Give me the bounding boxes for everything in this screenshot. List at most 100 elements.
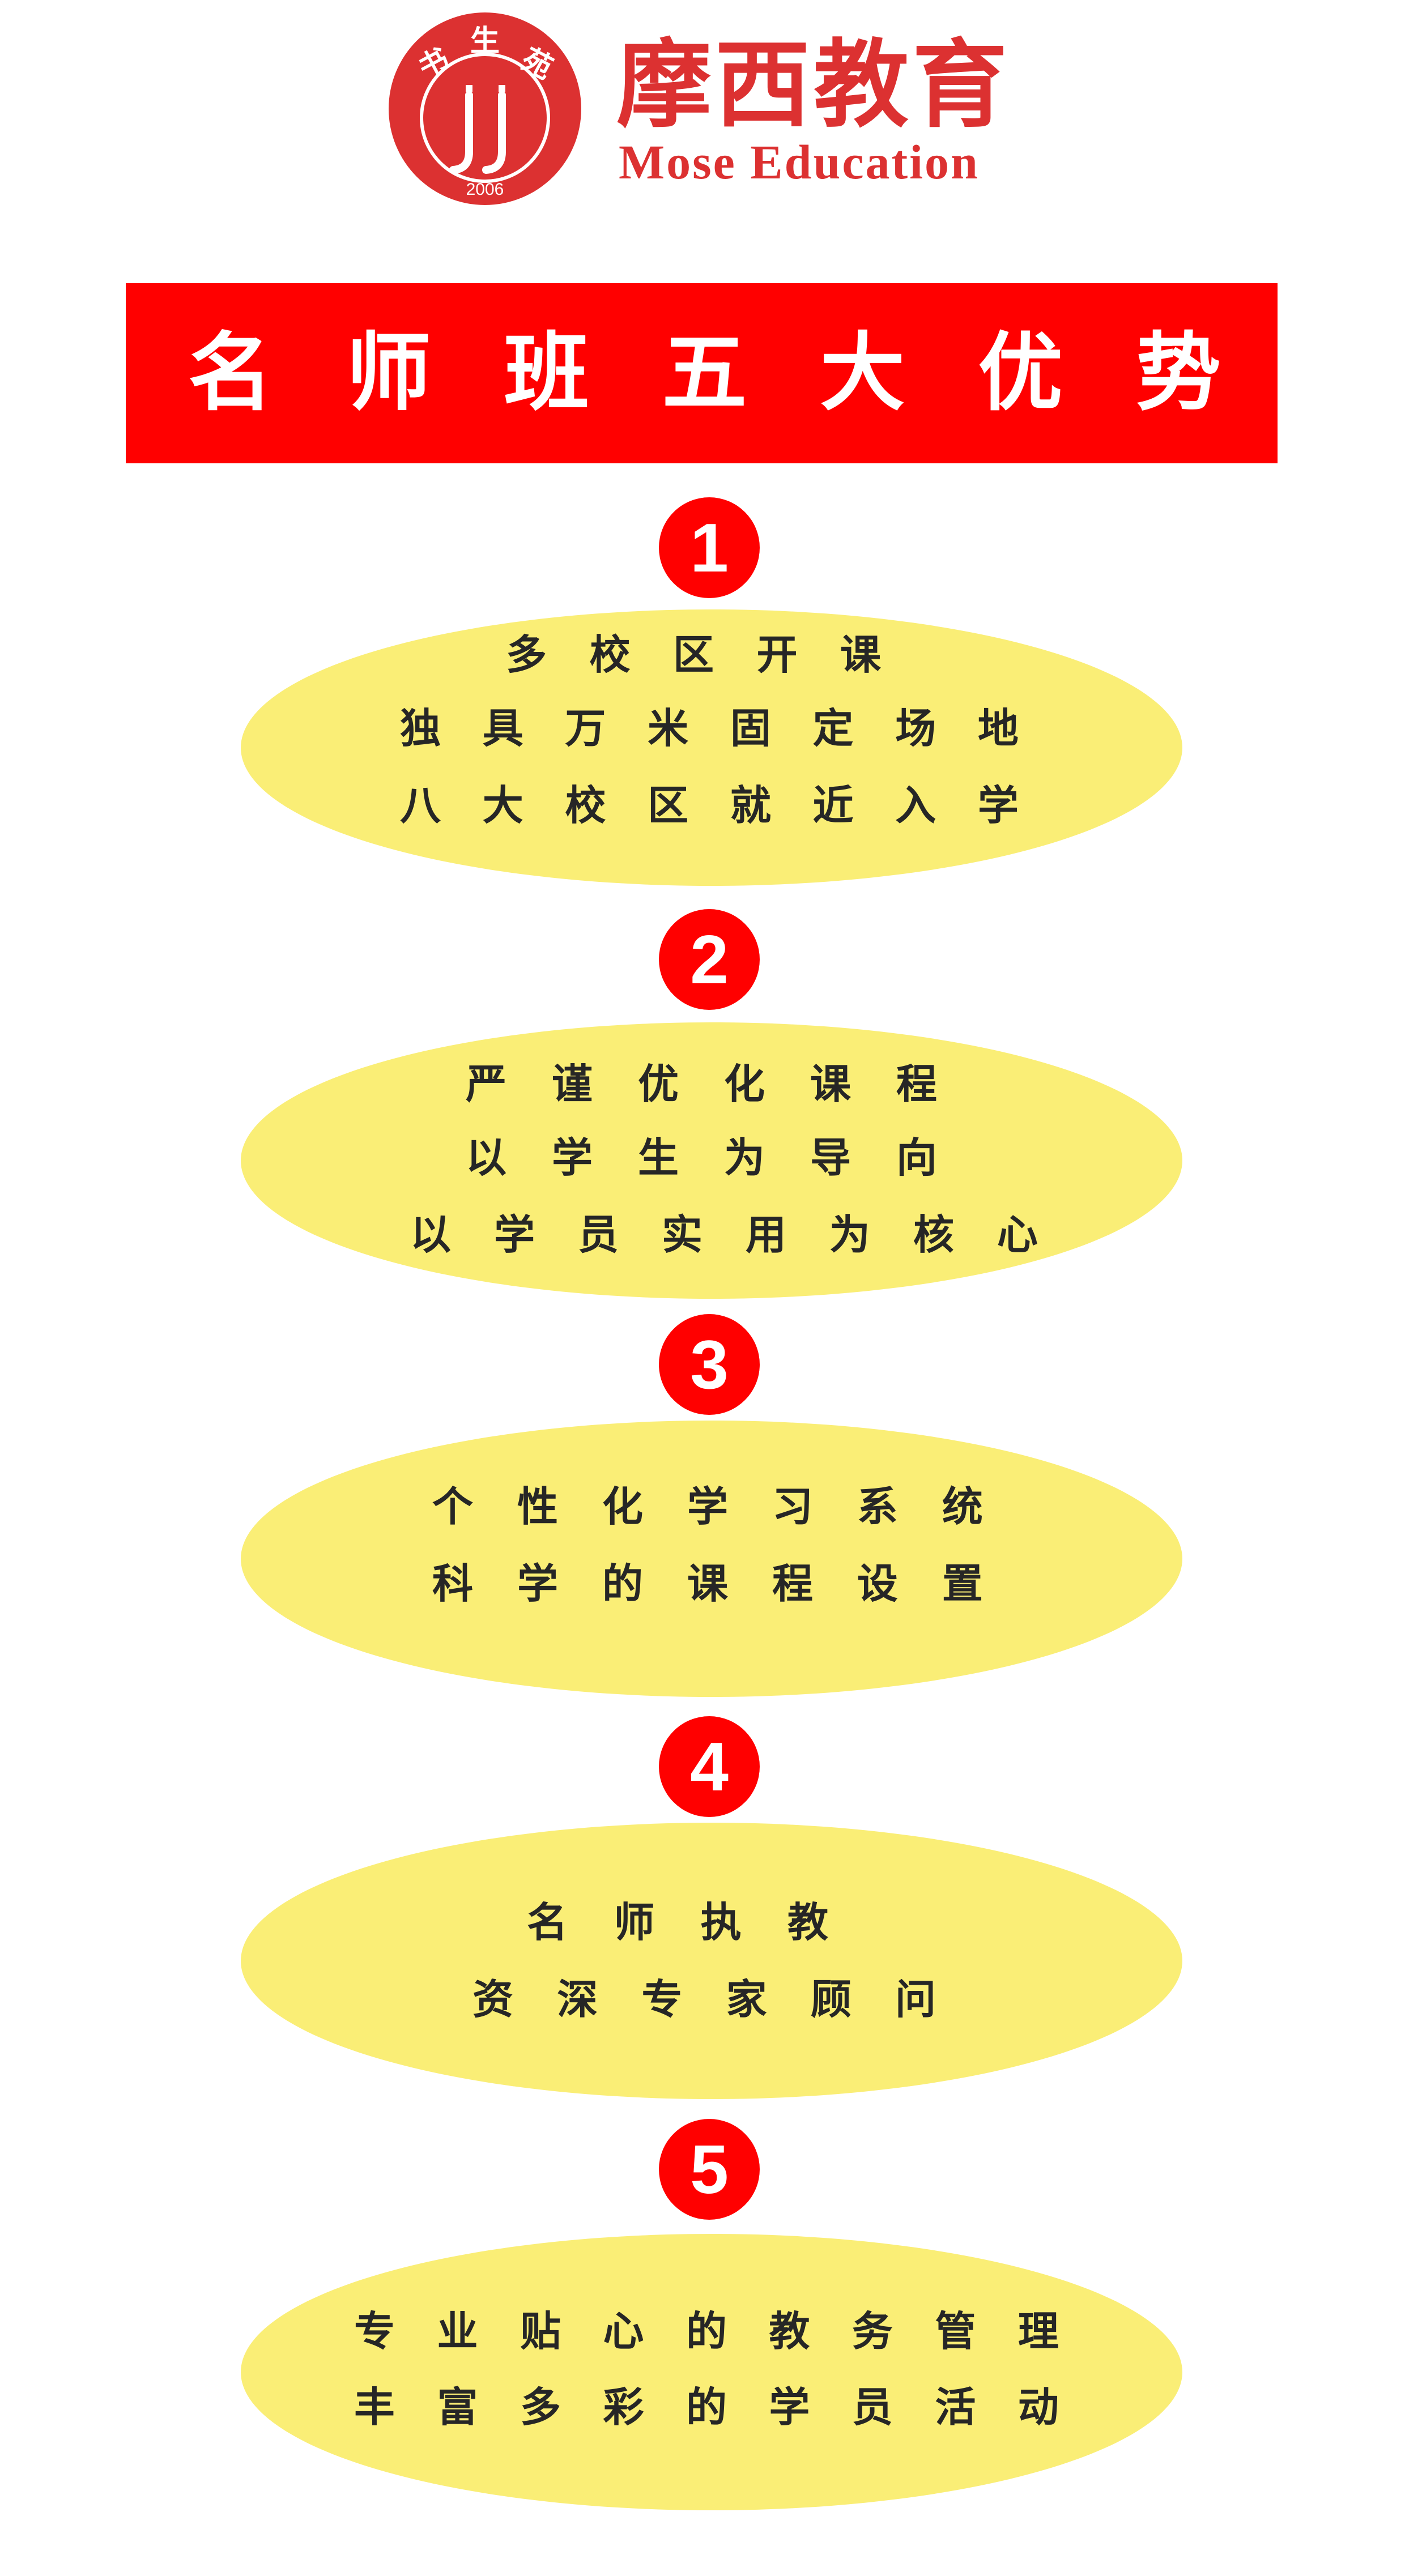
glyph: 定 <box>812 705 854 752</box>
glyph: 班 <box>504 324 589 423</box>
glyph: 学 <box>517 1560 558 1607</box>
glyph: 程 <box>772 1560 813 1607</box>
glyph: 务 <box>851 2308 893 2355</box>
advantage-number-badge: 5 <box>659 2119 760 2220</box>
glyph: 核 <box>913 1211 954 1259</box>
glyph: 近 <box>812 782 854 829</box>
glyph: 员 <box>577 1211 619 1259</box>
glyph: 为 <box>723 1134 765 1182</box>
glyph: 实 <box>661 1211 702 1259</box>
banner-title: 名师班五大优势 <box>126 283 1278 463</box>
glyph: 顾 <box>810 1976 851 2023</box>
glyph: 程 <box>896 1060 937 1108</box>
advantage-card <box>241 1823 1182 2099</box>
glyph: 专 <box>354 2308 395 2355</box>
glyph: 大 <box>482 782 523 829</box>
glyph: 多 <box>506 631 547 679</box>
glyph: 师 <box>614 1899 655 1946</box>
glyph: 家 <box>726 1976 767 2023</box>
glyph: 校 <box>589 631 631 679</box>
glyph: 固 <box>730 705 771 752</box>
glyph: 专 <box>641 1976 683 2023</box>
glyph: 课 <box>810 1060 851 1108</box>
glyph: 学 <box>551 1134 593 1182</box>
glyph: 性 <box>517 1483 558 1530</box>
glyph: 丰 <box>354 2383 395 2431</box>
glyph: 教 <box>787 1899 828 1946</box>
glyph: 执 <box>700 1899 742 1946</box>
glyph: 系 <box>857 1483 898 1530</box>
glyph: 就 <box>730 782 771 829</box>
advantage-4-line-2: 资深专家顾问 <box>472 1971 936 2028</box>
glyph: 以 <box>466 1134 507 1182</box>
glyph: 地 <box>977 705 1019 752</box>
glyph: 管 <box>935 2308 976 2355</box>
glyph: 区 <box>648 782 689 829</box>
glyph: 名 <box>527 1899 568 1946</box>
glyph: 问 <box>895 1976 936 2023</box>
glyph: 习 <box>772 1483 813 1530</box>
glyph: 学 <box>977 782 1019 829</box>
advantage-3-line-2: 科学的课程设置 <box>432 1555 983 1612</box>
glyph: 理 <box>1017 2308 1059 2355</box>
glyph: 以 <box>410 1211 452 1259</box>
title-banner <box>126 283 1278 463</box>
glyph: 导 <box>810 1134 851 1182</box>
glyph: 活 <box>935 2383 976 2431</box>
glyph: 区 <box>672 631 714 679</box>
glyph: 彩 <box>603 2383 644 2431</box>
glyph: 课 <box>840 631 881 679</box>
brand-name-cn: 摩西教育 <box>616 28 1011 140</box>
glyph: 多 <box>520 2383 561 2431</box>
glyph: 生 <box>637 1134 679 1182</box>
seal-inner-ring <box>420 53 550 183</box>
glyph: 八 <box>400 782 441 829</box>
glyph: 个 <box>432 1483 474 1530</box>
glyph: 米 <box>648 705 689 752</box>
glyph: 名 <box>188 324 274 423</box>
glyph: 独 <box>400 705 441 752</box>
brand-seal-logo: 书 生 苑 2006 <box>389 12 581 205</box>
advantage-number-badge: 3 <box>659 1314 760 1415</box>
advantage-5-line-1: 专业贴心的教务管理 <box>354 2303 1059 2360</box>
glyph: 教 <box>769 2308 810 2355</box>
advantage-number-badge: 2 <box>659 909 760 1010</box>
advantage-card <box>241 1421 1182 1697</box>
glyph: 科 <box>432 1560 474 1607</box>
glyph: 严 <box>466 1060 507 1108</box>
advantage-1-line-1: 多校区开课 <box>506 626 881 683</box>
glyph: 谨 <box>551 1060 593 1108</box>
glyph: 入 <box>895 782 936 829</box>
glyph: 万 <box>565 705 606 752</box>
advantage-number-badge: 4 <box>659 1716 760 1817</box>
glyph: 学 <box>687 1483 728 1530</box>
advantage-card <box>241 1022 1182 1299</box>
advantage-card <box>241 609 1182 886</box>
glyph: 设 <box>857 1560 898 1607</box>
glyph: 开 <box>756 631 798 679</box>
glyph: 动 <box>1017 2383 1059 2431</box>
glyph: 化 <box>723 1060 765 1108</box>
glyph: 向 <box>896 1134 937 1182</box>
glyph: 师 <box>346 324 431 423</box>
glyph: 具 <box>482 705 523 752</box>
glyph: 课 <box>687 1560 728 1607</box>
glyph: 资 <box>472 1976 514 2023</box>
advantage-2-line-3: 以学员实用为核心 <box>410 1206 1038 1263</box>
glyph: 学 <box>493 1211 535 1259</box>
glyph: 深 <box>557 1976 598 2023</box>
advantage-1-line-3: 八大校区就近入学 <box>400 777 1019 834</box>
advantage-2-line-1: 严谨优化课程 <box>466 1056 937 1112</box>
glyph: 校 <box>565 782 606 829</box>
glyph: 化 <box>602 1483 643 1530</box>
glyph: 势 <box>1135 324 1221 423</box>
glyph: 的 <box>686 2383 727 2431</box>
glyph: 统 <box>942 1483 983 1530</box>
seal-char-top: 生 <box>470 24 500 58</box>
advantage-2-line-2: 以学生为导向 <box>466 1129 937 1186</box>
glyph: 富 <box>437 2383 478 2431</box>
glyph: 置 <box>942 1560 983 1607</box>
glyph: 的 <box>602 1560 643 1607</box>
advantage-4-line-1: 名师执教 <box>527 1894 828 1951</box>
glyph: 五 <box>662 324 747 423</box>
